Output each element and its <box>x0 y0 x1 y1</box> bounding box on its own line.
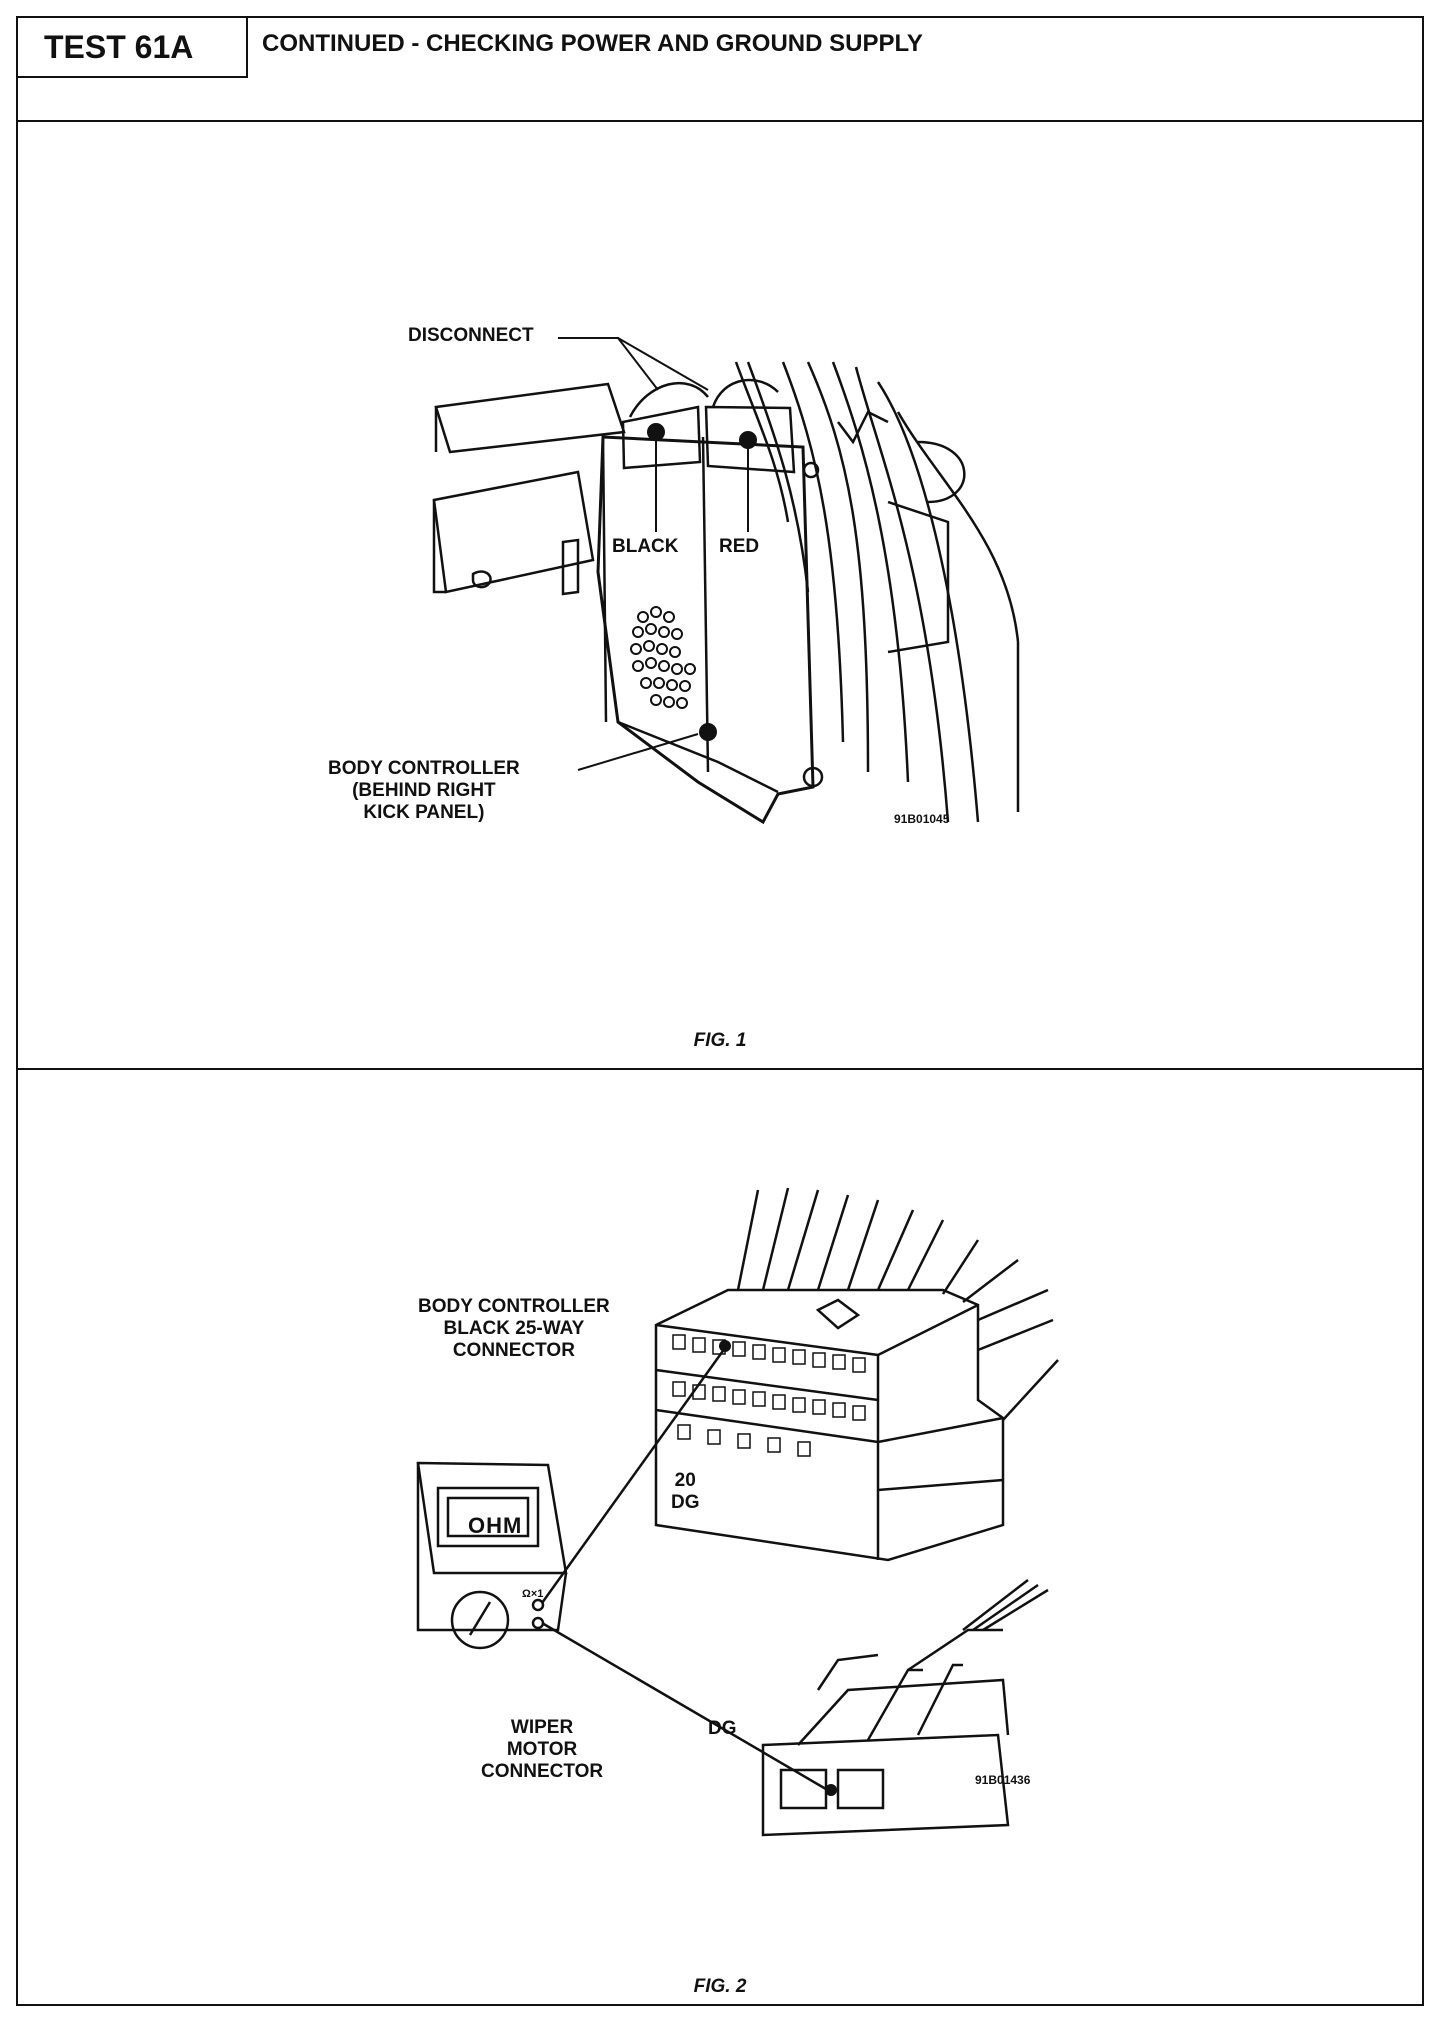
test-id: TEST 61A <box>18 18 248 78</box>
meter-display: OHM <box>468 1513 523 1538</box>
red-connector-label: RED <box>719 536 760 557</box>
page-header: TEST 61A CONTINUED - CHECKING POWER AND … <box>18 18 1422 122</box>
disconnect-label: DISCONNECT <box>408 325 534 346</box>
figure-1-caption: FIG. 1 <box>693 1030 747 1051</box>
body-controller-label: BODY CONTROLLER (BEHIND RIGHT KICK PANEL… <box>328 758 520 823</box>
wiper-wire-label: DG <box>708 1718 737 1739</box>
wiper-motor-connector-label: WIPER MOTOR CONNECTOR <box>481 1717 604 1782</box>
meter-range: Ω×1 <box>522 1588 544 1600</box>
test-title: CONTINUED - CHECKING POWER AND GROUND SU… <box>262 30 923 57</box>
body-controller-connector-label: BODY CONTROLLER BLACK 25-WAY CONNECTOR <box>418 1296 610 1361</box>
figure-2-panel: OHM Ω×1 BODY CONTROLLER BLACK 25-WAY CON… <box>18 1070 1422 2006</box>
body-controller-illustration <box>432 337 1020 825</box>
wire-gauge-label: 20 DG <box>671 1470 700 1513</box>
figure-1-panel: DISCONNECT BLACK RED BODY CONTROLLER (BE… <box>18 122 1422 1070</box>
figure-2-code: 91B01436 <box>975 1773 1031 1787</box>
page-frame: TEST 61A CONTINUED - CHECKING POWER AND … <box>16 16 1424 2006</box>
figure-2-caption: FIG. 2 <box>693 1976 747 1997</box>
black-connector-label: BLACK <box>612 536 679 557</box>
figure-1-code: 91B01045 <box>894 812 950 826</box>
connector-test-illustration <box>416 1187 1059 1837</box>
